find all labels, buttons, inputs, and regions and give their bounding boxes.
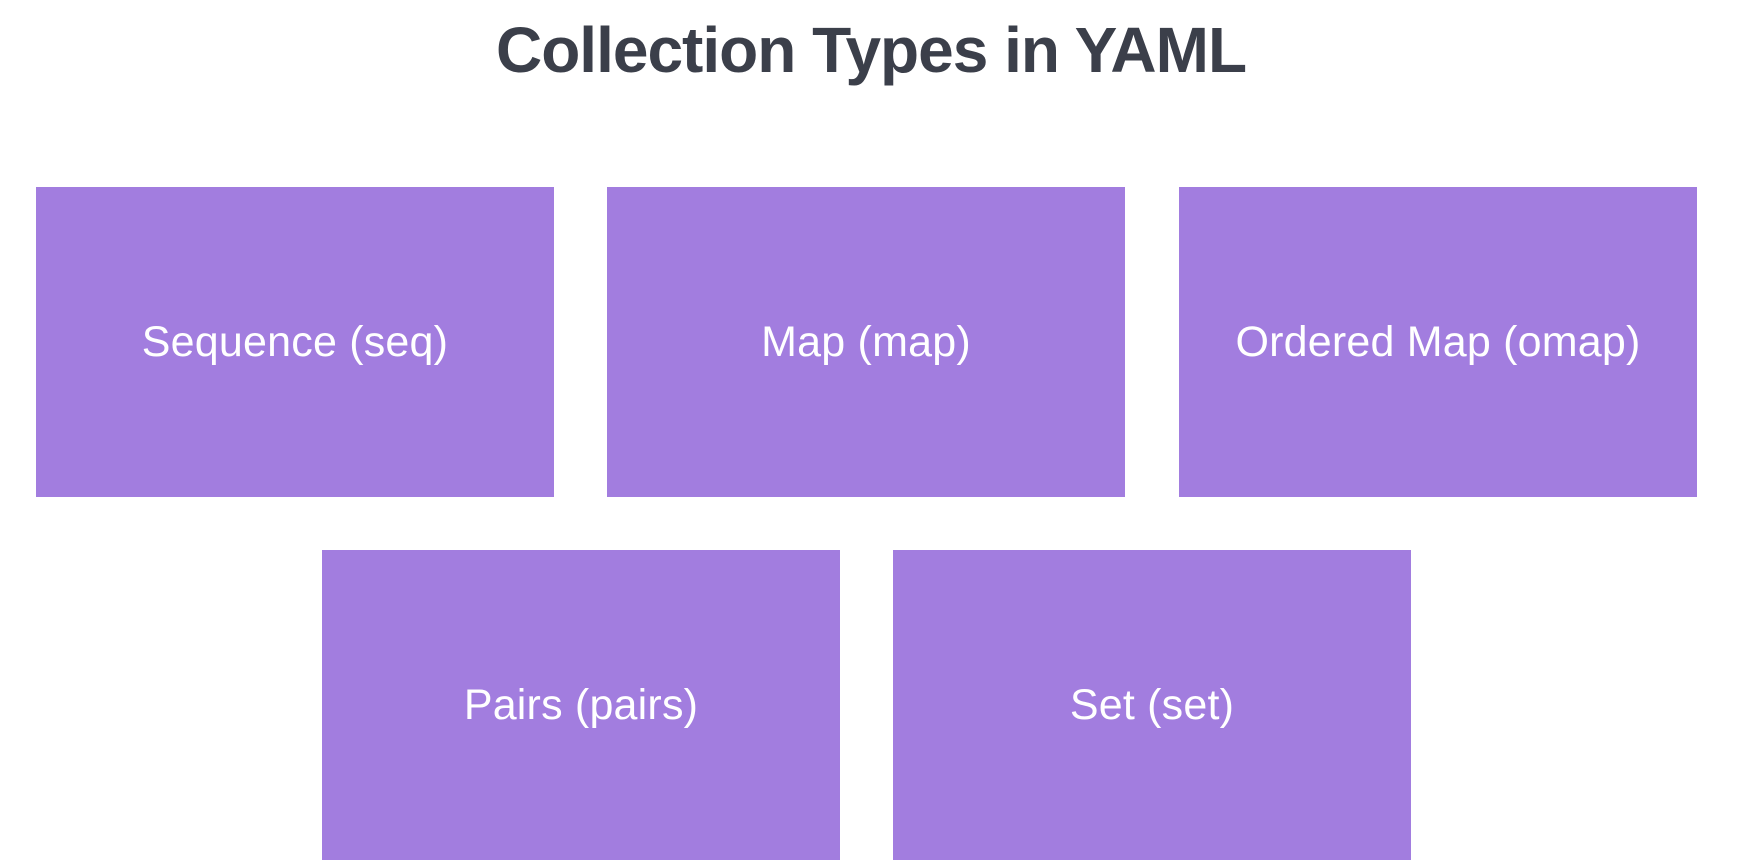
collection-box-sequence: Sequence (seq)	[36, 187, 554, 497]
collection-box-pairs: Pairs (pairs)	[322, 550, 840, 860]
slide-title: Collection Types in YAML	[495, 14, 1247, 86]
collection-box-set: Set (set)	[893, 550, 1411, 860]
collection-box-map: Map (map)	[607, 187, 1125, 497]
collection-label-set: Set (set)	[1069, 680, 1235, 729]
collection-label-ordered-map: Ordered Map (omap)	[1235, 317, 1641, 366]
collection-label-pairs: Pairs (pairs)	[463, 680, 699, 729]
collection-label-map: Map (map)	[761, 317, 971, 366]
collection-label-sequence: Sequence (seq)	[141, 317, 449, 366]
collection-box-ordered-map: Ordered Map (omap)	[1179, 187, 1697, 497]
